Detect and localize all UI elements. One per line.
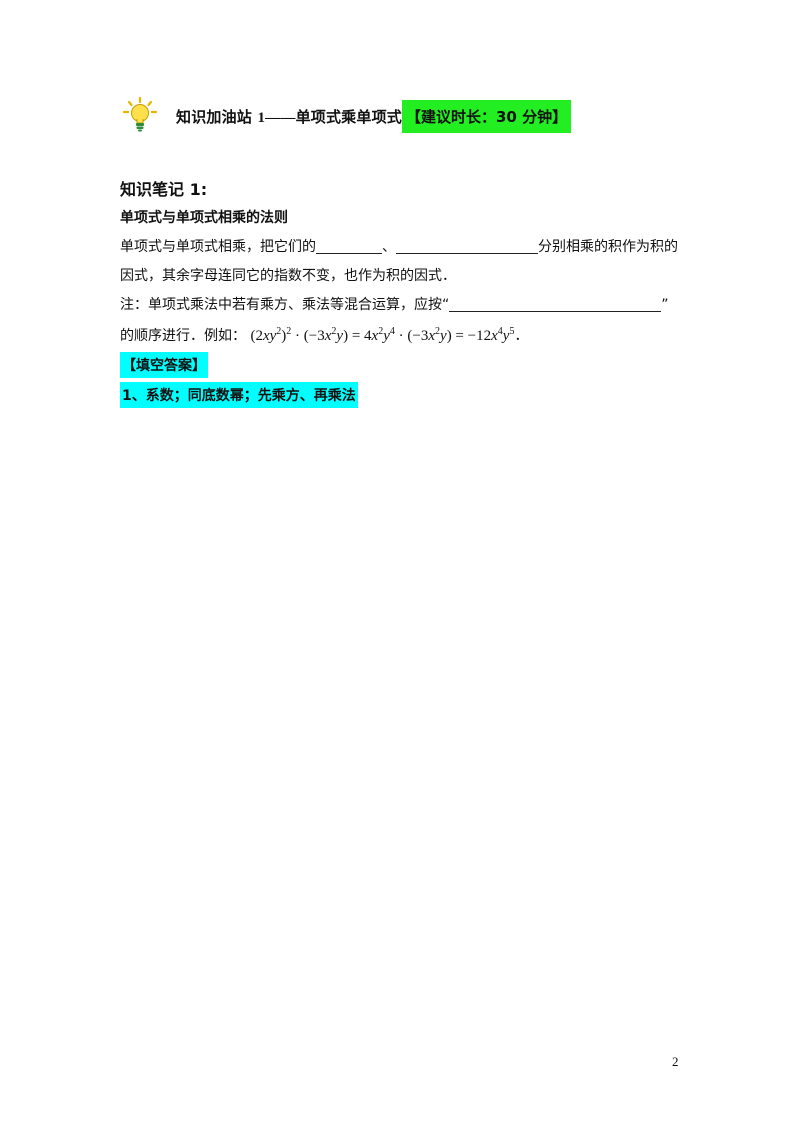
time-tag: 【建议时长：30 分钟】 <box>401 99 572 133</box>
math-example: (2xy2)2 · (−3x2y) = 4x2y4 · (−3x2y) = −1… <box>250 326 515 344</box>
page-header: 知识加油站 1——单项式乘单项式【建议时长：30 分钟】 <box>120 96 572 136</box>
paragraph-3: 注：单项式乘法中若有乘方、乘法等混合运算，应按“” <box>120 296 669 313</box>
fill-blank-3 <box>449 296 662 312</box>
answer-text: 1、系数；同底数幂；先乘方、再乘法 <box>120 382 358 408</box>
paragraph-1: 单项式与单项式相乘，把它们的、分别相乘的积作为积的 <box>120 238 678 255</box>
page-title: 知识加油站 1——单项式乘单项式 <box>176 107 402 126</box>
fill-blank-2 <box>396 238 538 254</box>
paragraph-2: 因式，其余字母连同它的指数不变，也作为积的因式． <box>120 268 456 284</box>
fill-blank-1 <box>316 238 382 254</box>
note-heading: 知识笔记 1: <box>120 180 208 199</box>
paragraph-4: 的顺序进行．例如： (2xy2)2 · (−3x2y) = 4x2y4 · (−… <box>120 326 529 344</box>
answer-tag: 【填空答案】 <box>120 352 208 378</box>
page-number: 2 <box>672 1054 679 1069</box>
lightbulb-icon <box>122 96 158 132</box>
rule-title: 单项式与单项式相乘的法则 <box>120 210 288 226</box>
